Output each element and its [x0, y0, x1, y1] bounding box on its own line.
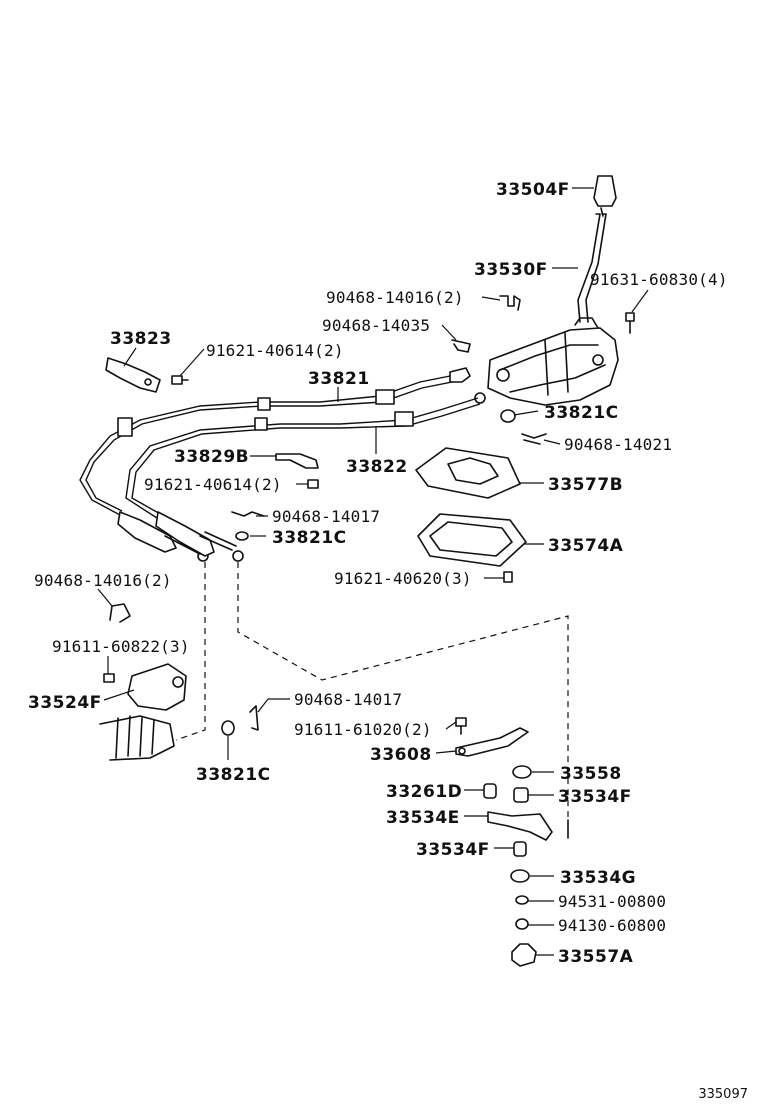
nut-94130 [515, 918, 529, 930]
label-33821: 33821 [308, 369, 370, 389]
label-94531-00800: 94531-00800 [558, 892, 666, 911]
label-90468-14016-lower: 90468-14016(2) [34, 571, 172, 590]
label-33558: 33558 [560, 764, 622, 784]
label-33534G: 33534G [560, 868, 636, 888]
dashed-connector-center [237, 562, 569, 818]
label-33524F: 33524F [28, 693, 102, 713]
label-91621-40620: 91621-40620(3) [334, 569, 472, 588]
label-90468-14021: 90468-14021 [564, 435, 672, 454]
lever-33534E [487, 811, 569, 841]
bolt-91621-40614-top [171, 375, 189, 385]
label-33534F-upper: 33534F [558, 787, 632, 807]
label-91631-60830: 91631-60830(4) [590, 270, 728, 289]
label-90468-14017-lower: 90468-14017 [294, 690, 402, 709]
label-33530F: 33530F [474, 260, 548, 280]
clip-90468-14035 [451, 339, 471, 353]
bracket-33829B [275, 453, 319, 469]
bushing-33558 [512, 765, 532, 779]
clip-90468-14017-lower [249, 705, 259, 731]
clip-90468-14017-upper [231, 511, 265, 517]
label-33829B: 33829B [174, 447, 249, 467]
label-33261D: 33261D [386, 782, 462, 802]
label-33608: 33608 [370, 745, 432, 765]
part-33534F-upper [513, 787, 529, 803]
bracket-33823 [105, 357, 161, 393]
shift-lever-housing [487, 317, 619, 406]
bolt-91631 [625, 312, 635, 334]
dashed-connector-left [175, 562, 206, 741]
boot-33574A [417, 513, 527, 567]
label-33822: 33822 [346, 457, 408, 477]
knob-33557A [511, 943, 537, 967]
label-33821C-right: 33821C [544, 403, 619, 423]
label-33821C-middle: 33821C [272, 528, 347, 548]
washer-94531 [515, 895, 529, 905]
label-91611-61020: 91611-61020(2) [294, 720, 432, 739]
part-33534G [510, 869, 530, 883]
part-33534F-lower [513, 841, 527, 857]
transmission-housing [99, 715, 175, 761]
label-33534F-lower: 33534F [416, 840, 490, 860]
washer-33821C-right [500, 409, 516, 423]
washer-33821C-lower [221, 720, 235, 736]
cable-33821 [79, 367, 471, 562]
bracket-33524F [127, 663, 187, 711]
shift-knob-33504F [593, 175, 617, 217]
label-91621-40614-lower: 91621-40614(2) [144, 475, 282, 494]
bolt-91621-40620 [503, 571, 513, 583]
shift-lever-33530F [577, 213, 607, 323]
clip-90468-14016-lower [109, 603, 131, 623]
label-90468-14017-upper: 90468-14017 [272, 507, 380, 526]
clip-90468-14021 [521, 433, 547, 445]
bolt-91621-40614-lower [307, 479, 319, 489]
label-94130-60800: 94130-60800 [558, 916, 666, 935]
clip-90468-14016-top [499, 295, 521, 311]
label-90468-14035: 90468-14035 [322, 316, 430, 335]
cable-33822 [125, 392, 486, 562]
label-33534E: 33534E [386, 808, 460, 828]
part-33261D [483, 783, 497, 799]
plate-33577B [415, 447, 521, 499]
label-90468-14016-top: 90468-14016(2) [326, 288, 464, 307]
label-33504F: 33504F [496, 180, 570, 200]
bolt-91611-60822 [103, 673, 115, 683]
label-33823: 33823 [110, 329, 172, 349]
label-33574A: 33574A [548, 536, 624, 556]
leader-lines [97, 187, 649, 956]
washer-33821C-middle [235, 531, 249, 541]
link-33608 [455, 727, 529, 757]
label-91611-60822: 91611-60822(3) [52, 637, 190, 656]
label-33577B: 33577B [548, 475, 623, 495]
label-91621-40614-top: 91621-40614(2) [206, 341, 344, 360]
label-33557A: 33557A [558, 947, 634, 967]
label-33821C-lower: 33821C [196, 765, 271, 785]
diagram-reference-number: 335097 [698, 1087, 748, 1102]
bolt-91611-61020 [455, 717, 467, 735]
